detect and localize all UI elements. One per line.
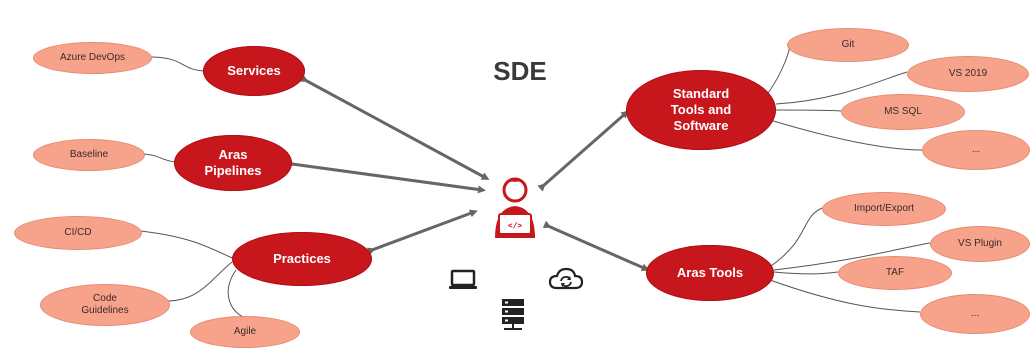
connector-cicd (139, 230, 233, 259)
node-aras-pipelines: Aras Pipelines (174, 135, 292, 191)
connector-git (765, 43, 791, 97)
arrow-tools-developer (537, 110, 630, 192)
svg-text:</>: </> (508, 221, 523, 230)
diagram-title: SDE (493, 56, 547, 86)
leaf-git: Git (787, 28, 909, 62)
leaf-import-export: Import/Export (822, 192, 946, 226)
connector-azure-devops (149, 56, 206, 72)
arrow-aras-tools-developer (542, 220, 650, 272)
leaf-mssql: MS SQL (841, 94, 965, 130)
connector-baseline (142, 153, 176, 163)
arrow-services-developer (299, 74, 490, 180)
connector-aras-more (769, 279, 921, 313)
leaf-taf: TAF (838, 256, 952, 290)
connector-code-guidelines (167, 261, 233, 302)
laptop-icon (448, 268, 478, 292)
leaf-vs2019: VS 2019 (907, 56, 1029, 92)
node-standard-tools: Standard Tools and Software (626, 70, 776, 150)
connector-tools-more (769, 119, 923, 151)
leaf-baseline: Baseline (33, 139, 145, 171)
leaf-aras-more: ... (920, 294, 1030, 334)
node-services: Services (203, 46, 305, 96)
arrow-practices-developer (366, 209, 478, 256)
connector-vs2019 (775, 71, 908, 105)
leaf-cicd: CI/CD (14, 216, 142, 250)
connector-vs-plugin (773, 242, 931, 271)
leaf-tools-more: ... (922, 130, 1030, 170)
leaf-code-guidelines: Code Guidelines (40, 284, 170, 326)
cloud-sync-icon (548, 266, 584, 292)
server-icon (500, 298, 526, 332)
connector-mssql (775, 109, 842, 112)
developer-icon: </> (487, 174, 543, 240)
connector-agile (227, 269, 246, 319)
connector-taf (773, 271, 839, 275)
leaf-vs-plugin: VS Plugin (930, 226, 1030, 262)
connector-import-export (767, 207, 823, 269)
node-aras-tools: Aras Tools (646, 245, 774, 301)
leaf-agile: Agile (190, 316, 300, 348)
arrow-pipelines-developer (287, 159, 486, 194)
node-practices: Practices (232, 232, 372, 286)
leaf-azure-devops: Azure DevOps (33, 42, 152, 74)
